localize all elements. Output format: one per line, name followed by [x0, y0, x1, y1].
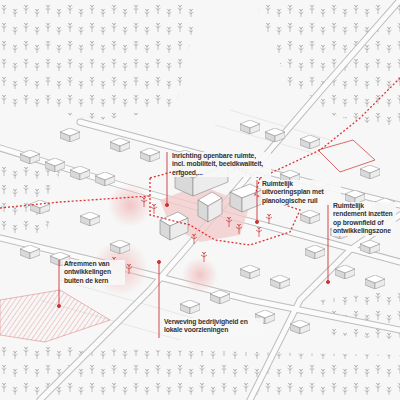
- callout-text: Verweving bedrijvigheid en lokale voorzi…: [163, 318, 263, 335]
- callout-text: Inrichting openbare ruimte, incl. mobili…: [171, 152, 271, 177]
- callout-text: Afremmen van ontwikkelingen buiten de ke…: [63, 260, 125, 285]
- callout-text: Ruimtelijk rendement inzetten op brownfi…: [332, 202, 396, 236]
- callout-text: Ruimtelijk uitvoeringsplan met planologi…: [261, 180, 341, 205]
